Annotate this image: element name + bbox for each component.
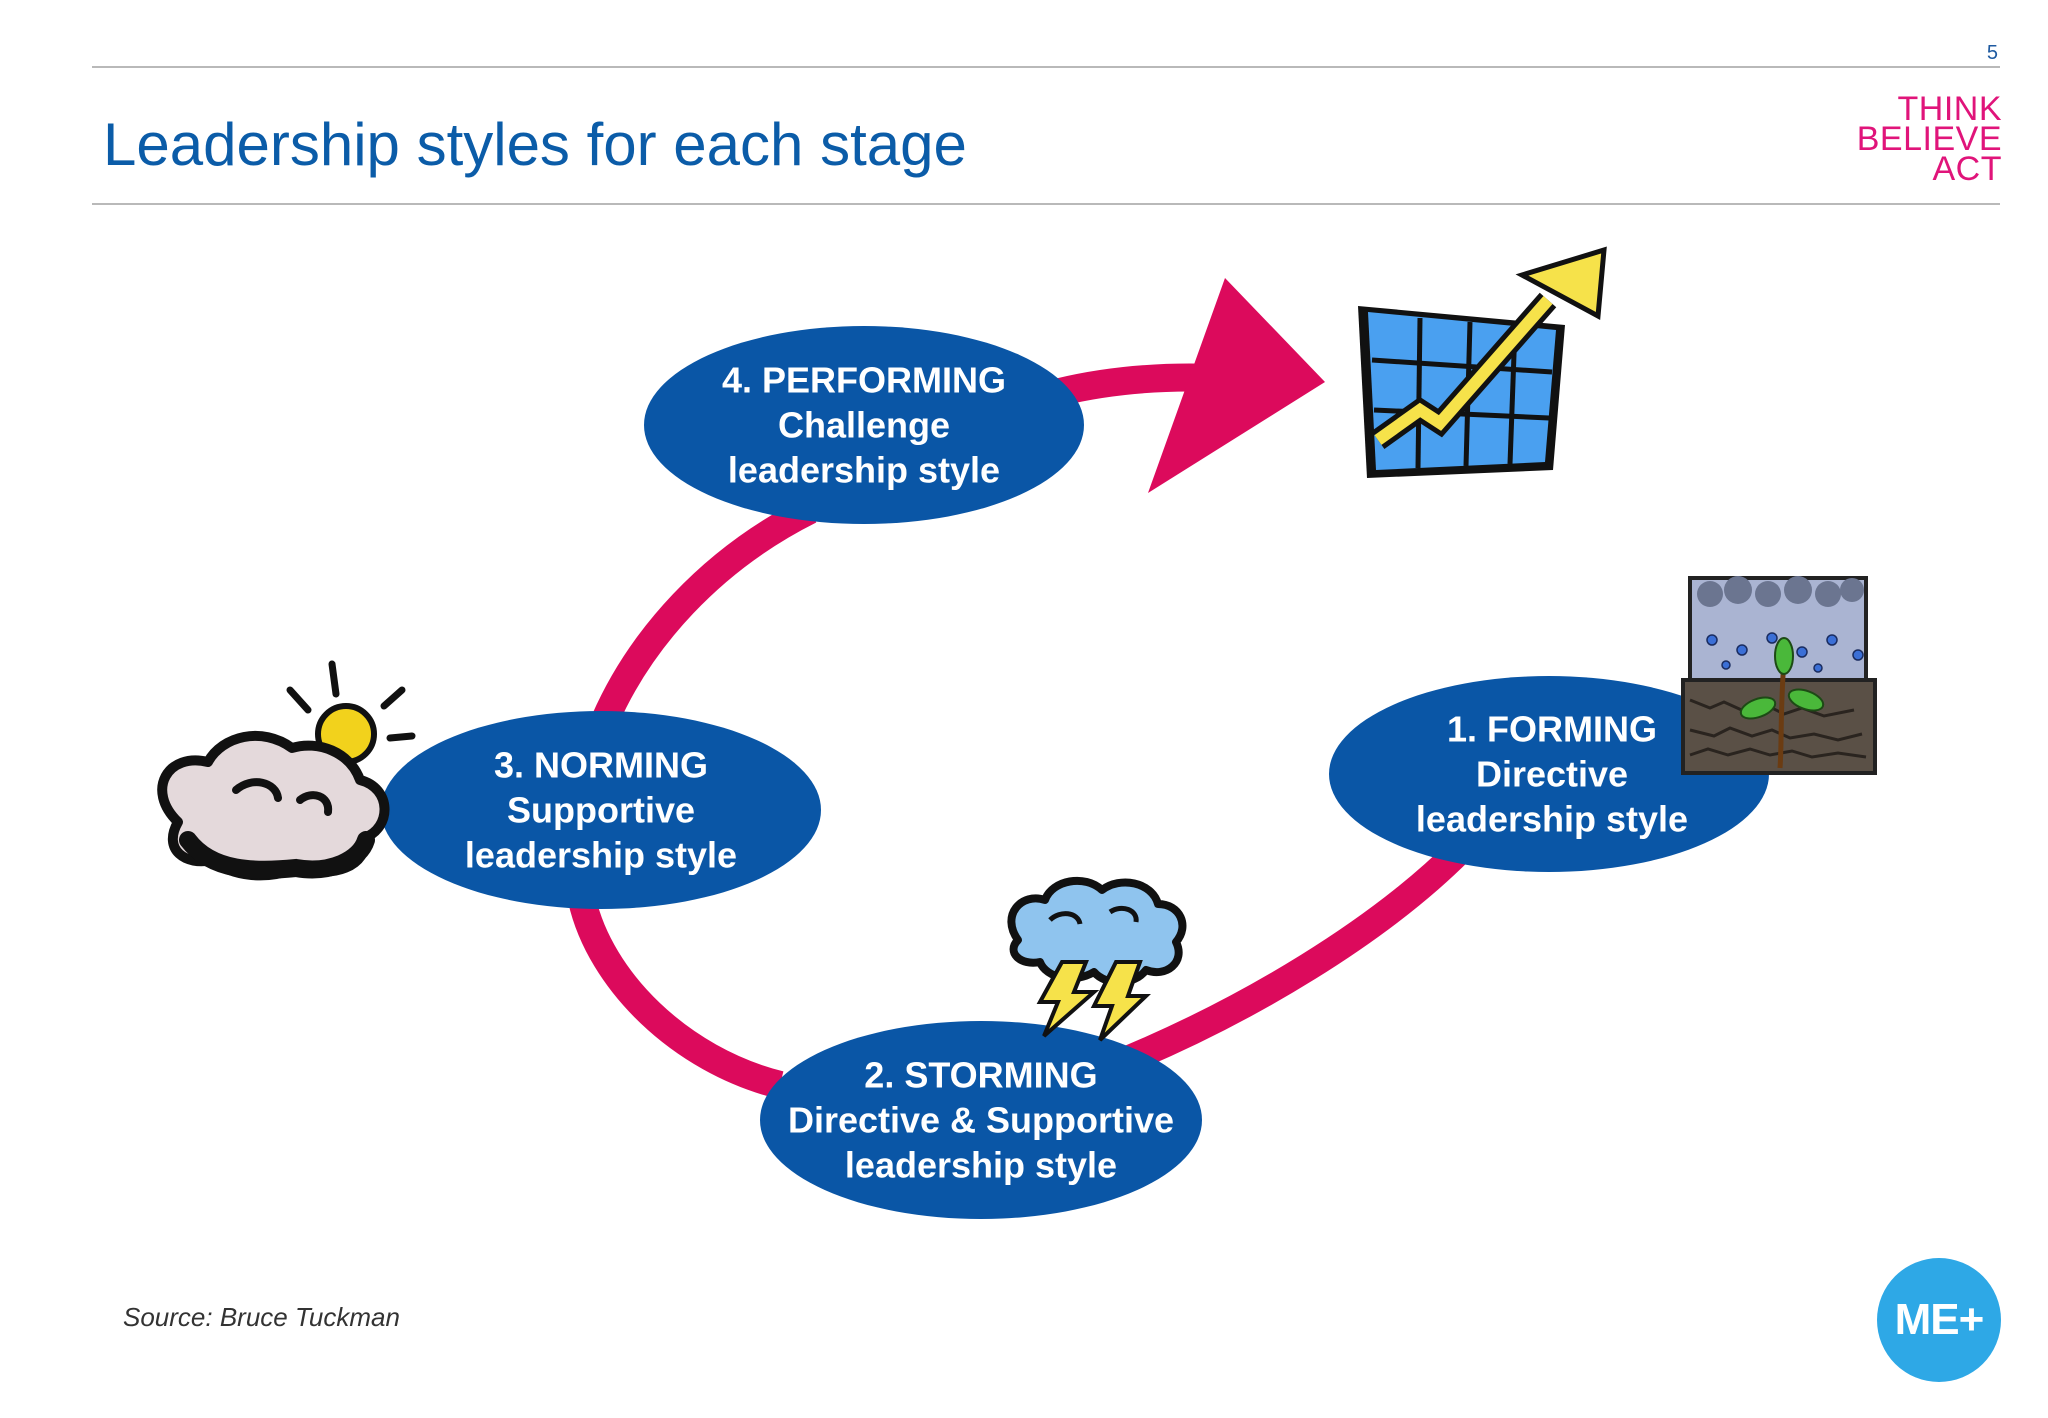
brand-line-act: ACT	[1932, 150, 2002, 188]
arrow-segment-norming-to-performing	[592, 497, 817, 726]
arrow-segment-forming-to-storming	[1109, 840, 1470, 1078]
title-divider	[92, 203, 2000, 205]
stage-style-suffix-storming: leadership style	[844, 1144, 1118, 1186]
rising-chart-arrow-icon	[1358, 246, 1607, 478]
source-note: Source: Bruce Tuckman	[123, 1302, 400, 1332]
stage-ellipse-storming	[760, 1021, 1202, 1219]
stage-title-performing: 4. PERFORMING	[721, 359, 1007, 401]
stage-style-forming: Directive	[1475, 753, 1629, 795]
sun-behind-cloud-icon	[157, 660, 416, 881]
top-divider	[92, 66, 2000, 68]
stage-ellipse-forming	[1329, 676, 1769, 872]
stage-title-storming: 2. STORMING	[864, 1054, 1098, 1096]
stage-style-norming: Supportive	[506, 789, 696, 831]
seedling-in-rain-icon	[1681, 576, 1877, 775]
stage-style-suffix-forming: leadership style	[1415, 798, 1689, 840]
stage-ellipse-performing	[644, 326, 1084, 524]
me-plus-logo: ME+	[1877, 1258, 2001, 1382]
cycle-arrow	[568, 363, 1470, 1099]
arrow-segment-storming-to-norming	[568, 896, 784, 1099]
brand-tagline: THINK BELIEVE ACT	[1856, 90, 2002, 188]
logo-text: ME+	[1894, 1295, 1985, 1344]
stage-style-storming: Directive & Supportive	[787, 1099, 1175, 1141]
stage-ellipse-norming	[381, 711, 821, 909]
stage-label-storming: 2. STORMING Directive & Supportive leade…	[788, 1053, 1174, 1188]
stage-label-norming: 3. NORMING Supportive leadership style	[465, 743, 737, 878]
storm-cloud-lightning-icon	[1007, 877, 1187, 1042]
stage-style-performing: Challenge	[777, 404, 951, 446]
stage-title-forming: 1. FORMING	[1446, 708, 1658, 750]
brand-line-believe: BELIEVE	[1856, 120, 2002, 158]
arrow-head	[1148, 278, 1325, 493]
stage-label-performing: 4. PERFORMING Challenge leadership style	[722, 358, 1006, 493]
brand-line-think: THINK	[1897, 90, 2002, 128]
stage-title-norming: 3. NORMING	[493, 744, 709, 786]
stage-style-suffix-performing: leadership style	[727, 449, 1001, 491]
slide-title: Leadership styles for each stage	[103, 111, 967, 178]
stage-style-suffix-norming: leadership style	[464, 834, 738, 876]
stage-label-forming: 1. FORMING Directive leadership style	[1416, 707, 1688, 842]
page-number: 5	[1986, 42, 1998, 64]
